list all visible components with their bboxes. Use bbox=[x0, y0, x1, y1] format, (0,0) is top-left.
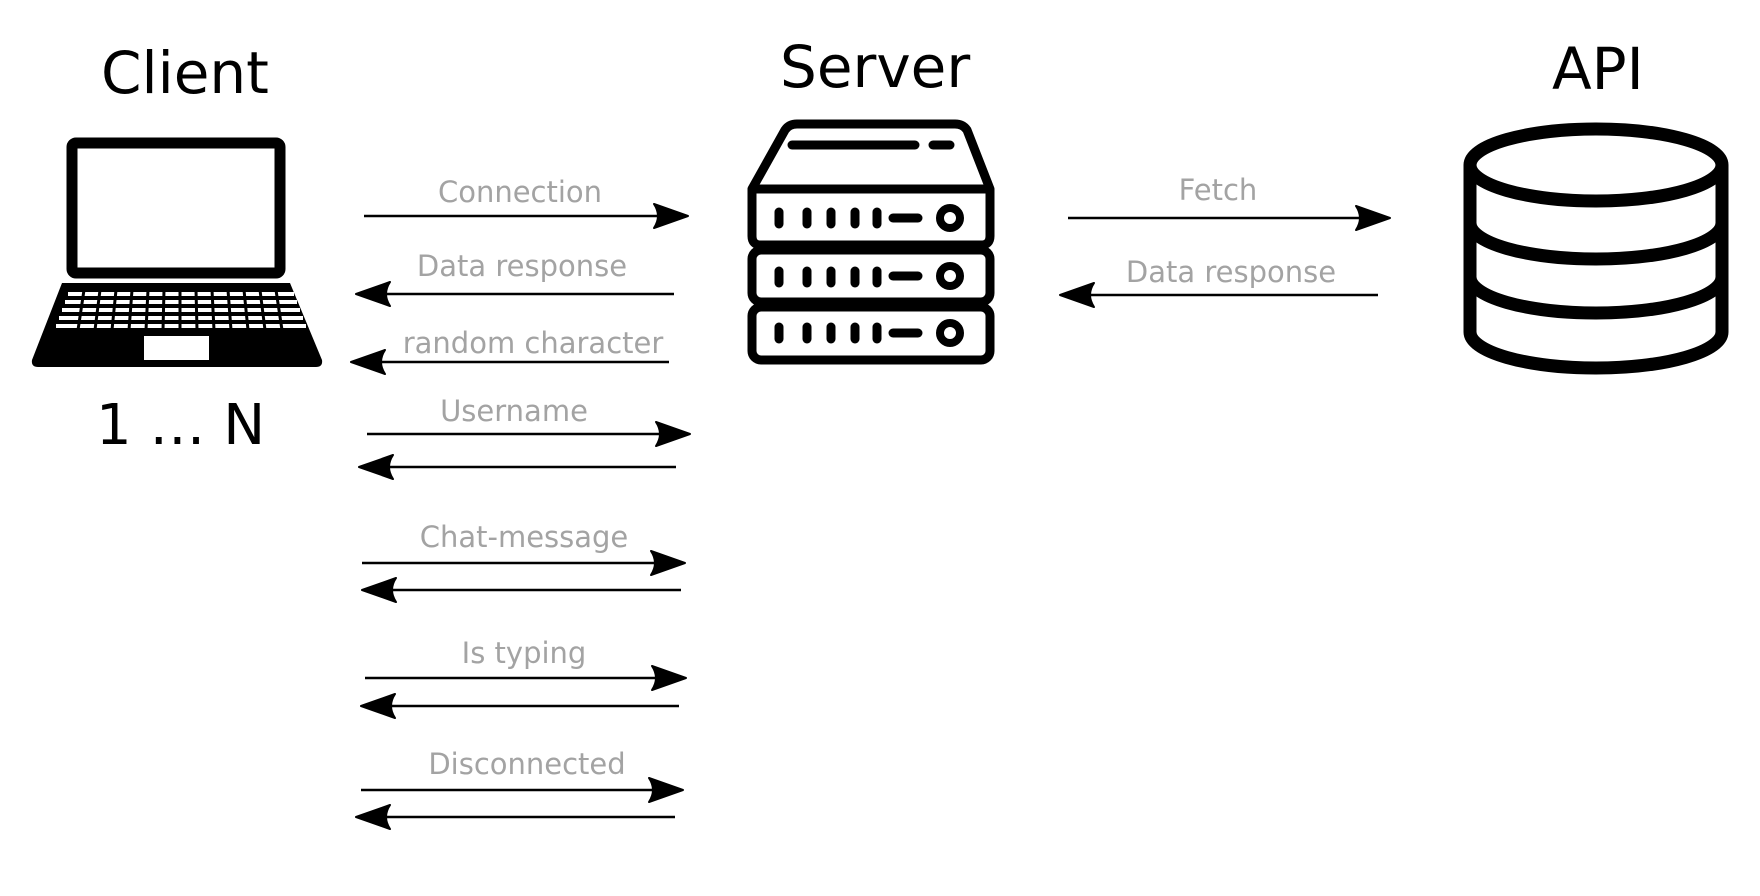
server-title: Server bbox=[780, 33, 971, 101]
arrow-to-server-3 bbox=[367, 421, 691, 447]
arrow-to-server-5 bbox=[362, 550, 686, 576]
arrow-to-client-6 bbox=[361, 577, 681, 603]
arrow-to-api-0 bbox=[1068, 205, 1391, 231]
arrow-to-server-0 bbox=[364, 203, 689, 229]
message-label-data-response: Data response bbox=[416, 249, 628, 283]
message-label-is-typing: Is typing bbox=[461, 636, 587, 670]
client-title: Client bbox=[101, 39, 269, 107]
message-label-chat-message: Chat-message bbox=[419, 520, 629, 554]
arrow-to-client-8 bbox=[360, 693, 679, 719]
arrow-to-server-9 bbox=[361, 777, 684, 803]
arrow-to-server-1 bbox=[1059, 282, 1378, 308]
server-rack-icon bbox=[747, 119, 995, 365]
client-count-caption: 1 … N bbox=[96, 393, 266, 458]
arrow-to-client-2 bbox=[350, 349, 669, 375]
arrow-to-client-10 bbox=[355, 804, 675, 830]
message-label-disconnected: Disconnected bbox=[428, 747, 626, 781]
message-label-username: Username bbox=[440, 394, 588, 428]
message-label-connection: Connection bbox=[437, 175, 603, 209]
laptop-icon bbox=[31, 137, 323, 367]
database-icon bbox=[1463, 122, 1729, 375]
message-label-fetch: Fetch bbox=[1178, 173, 1258, 207]
arrow-to-client-1 bbox=[355, 281, 674, 307]
arrow-to-client-4 bbox=[358, 454, 676, 480]
message-label-api-data-response: Data response bbox=[1125, 255, 1337, 289]
arrow-to-server-7 bbox=[365, 665, 687, 691]
message-label-random-character: random character bbox=[402, 326, 664, 360]
api-title: API bbox=[1552, 35, 1644, 103]
